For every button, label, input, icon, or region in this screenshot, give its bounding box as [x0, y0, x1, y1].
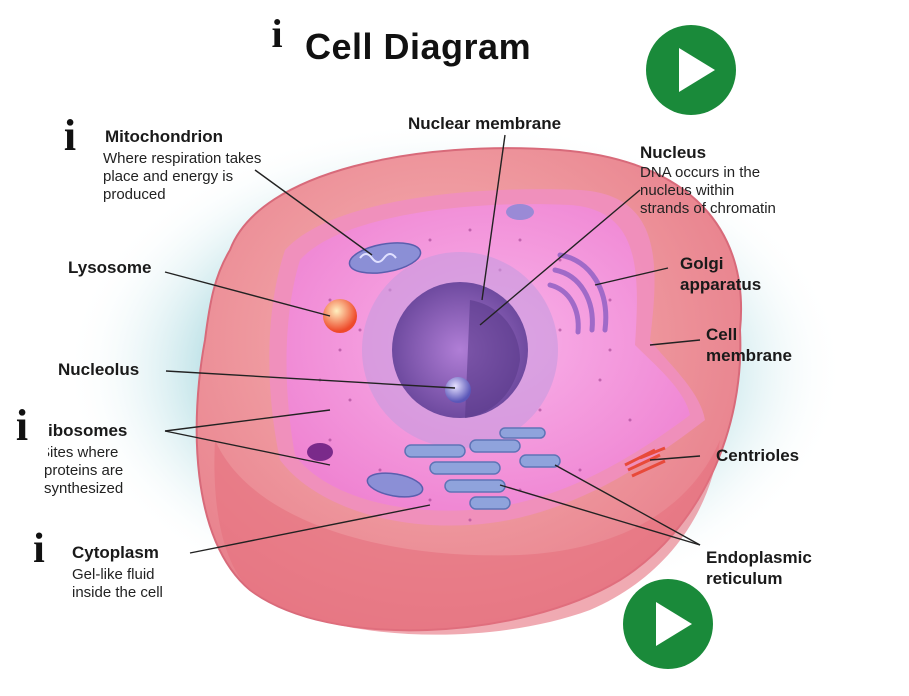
nucleus-desc-1: DNA occurs in the: [640, 164, 760, 182]
info-icon-title[interactable]: i: [253, 12, 301, 60]
nucleus-desc-3: strands of chromatin: [640, 200, 776, 218]
ribosomes-desc-2: proteins are: [44, 462, 123, 480]
mitochondrion-desc-1: Where respiration takes: [103, 150, 261, 168]
mitochondrion-desc-3: produced: [103, 186, 166, 204]
vesicle: [506, 204, 534, 220]
cell-membrane-label-2: membrane: [706, 346, 792, 366]
vacuole: [307, 443, 333, 461]
cytoplasm-desc-1: Gel-like fluid: [72, 566, 155, 584]
page-title: Cell Diagram: [305, 26, 531, 68]
er-label-2: reticulum: [706, 569, 783, 589]
ribosomes-label: ibosomes: [48, 421, 127, 441]
golgi-label-1: Golgi: [680, 254, 723, 274]
lysosome-label: Lysosome: [68, 258, 151, 278]
er-label-1: Endoplasmic: [706, 548, 812, 568]
nuclear-membrane-label: Nuclear membrane: [408, 114, 561, 134]
play-button-top[interactable]: [645, 24, 737, 116]
mitochondrion-label: Mitochondrion: [105, 127, 223, 147]
golgi-label-2: apparatus: [680, 275, 761, 295]
nucleus-label: Nucleus: [640, 143, 706, 163]
info-icon-cytoplasm[interactable]: i: [14, 524, 64, 576]
nucleolus: [445, 377, 471, 403]
info-icon-ribosomes[interactable]: i: [0, 400, 44, 456]
centrioles-label: Centrioles: [716, 446, 799, 466]
cytoplasm-label: Cytoplasm: [72, 543, 159, 563]
ribosomes-desc-1: Sites where: [40, 444, 118, 462]
cell-membrane-label-1: Cell: [706, 325, 737, 345]
nucleolus-label: Nucleolus: [58, 360, 139, 380]
info-icon-mitochondrion[interactable]: i: [40, 108, 100, 168]
mitochondrion-desc-2: place and energy is: [103, 168, 233, 186]
ribosomes-desc-3: synthesized: [44, 480, 123, 498]
play-button-bottom[interactable]: [622, 578, 714, 670]
nucleus-desc-2: nucleus within: [640, 182, 734, 200]
cytoplasm-desc-2: inside the cell: [72, 584, 163, 602]
